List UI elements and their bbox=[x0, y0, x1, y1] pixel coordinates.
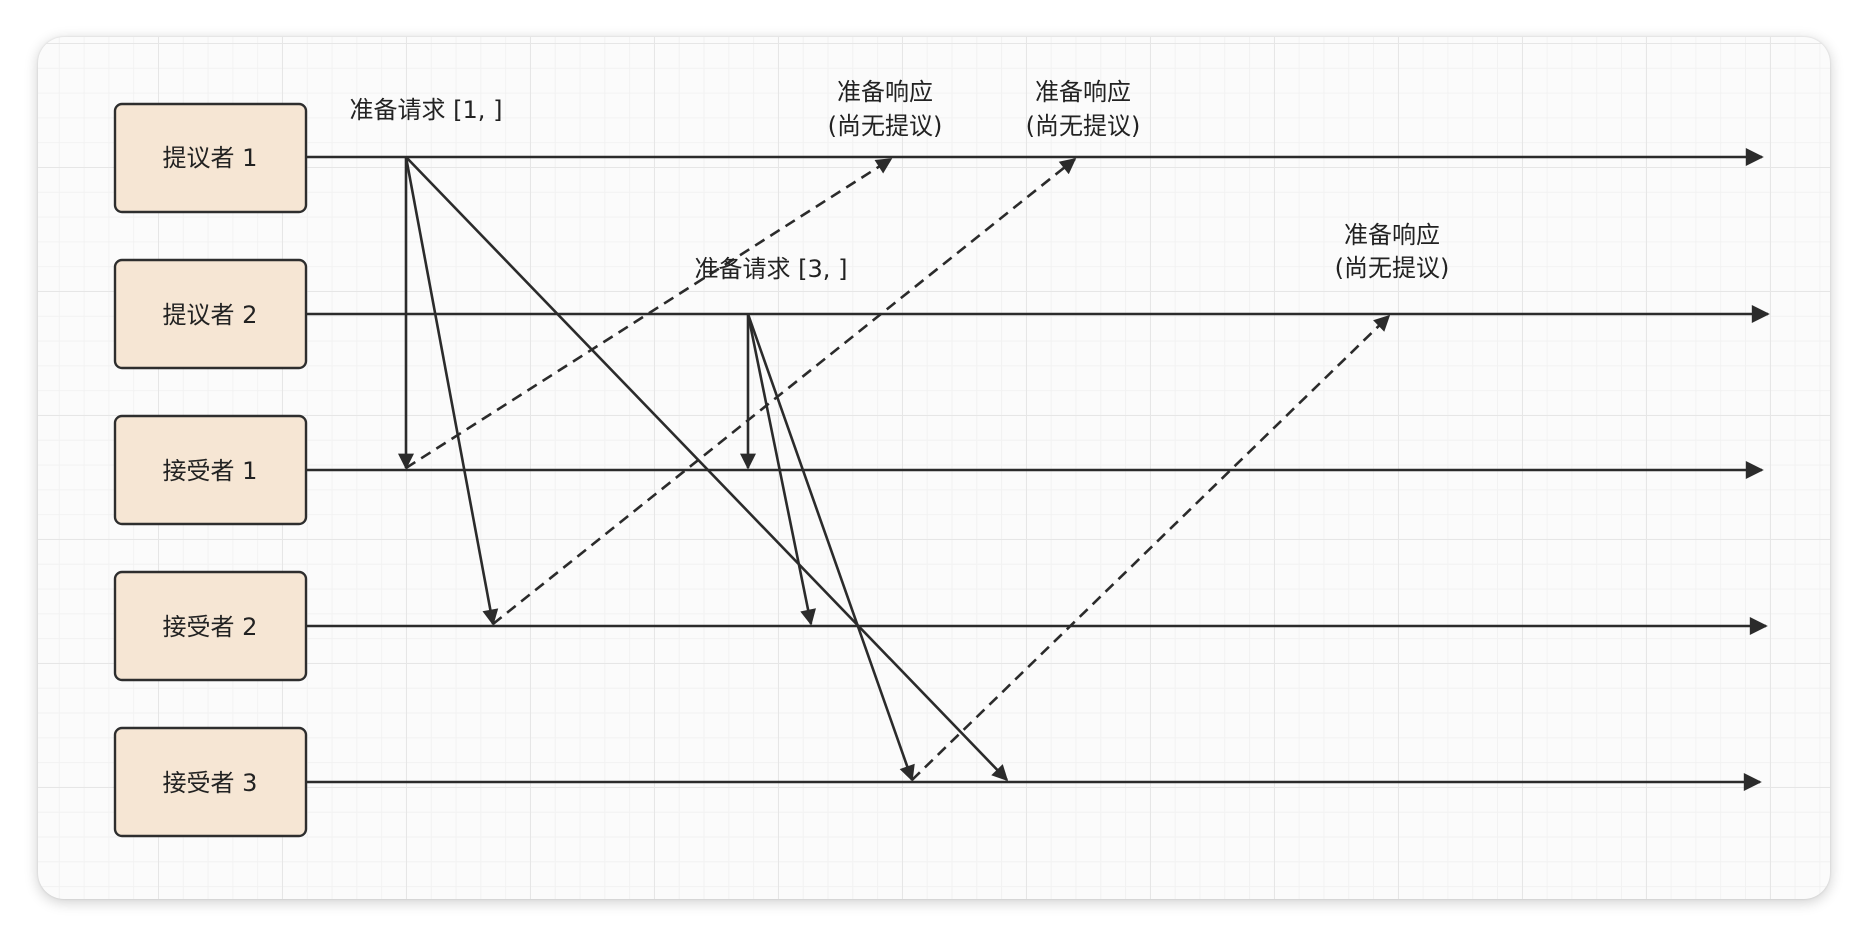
label-prepare-response-2-line1: 准备响应 bbox=[1035, 78, 1131, 106]
label-prepare-response-1-line1: 准备响应 bbox=[837, 78, 933, 106]
participant-box bbox=[113, 258, 308, 370]
message-proposer-2-to-acceptor-2 bbox=[746, 313, 816, 626]
participant-acceptor-1: 接受者 1 bbox=[113, 414, 308, 526]
response-acceptor-2-to-proposer-1 bbox=[492, 157, 1077, 626]
participant-label: 提议者 2 bbox=[163, 301, 258, 329]
message-proposer-1-to-acceptor-2 bbox=[404, 156, 499, 626]
messages-responses-to-proposer-1 bbox=[405, 157, 1077, 626]
response-acceptor-3-to-proposer-2 bbox=[911, 314, 1391, 781]
message-labels: 准备请求 [1, ] 准备请求 [3, ] 准备响应 (尚无提议) 准备响应 (… bbox=[350, 78, 1450, 283]
label-prepare-request-1: 准备请求 [1, ] bbox=[350, 96, 503, 124]
participant-box bbox=[113, 726, 308, 838]
participant-box bbox=[113, 102, 308, 214]
messages-proposer-1-prepare bbox=[398, 156, 1009, 782]
participant-label: 接受者 2 bbox=[163, 613, 258, 641]
messages-proposer-2-prepare bbox=[740, 313, 915, 782]
participant-box bbox=[113, 570, 308, 682]
message-proposer-2-to-acceptor-3 bbox=[746, 313, 915, 782]
participant-acceptor-2: 接受者 2 bbox=[113, 570, 308, 682]
messages-responses-to-proposer-2 bbox=[911, 314, 1391, 781]
response-acceptor-1-to-proposer-1 bbox=[405, 157, 893, 470]
participant-label: 接受者 1 bbox=[163, 457, 258, 485]
participant-acceptor-3: 接受者 3 bbox=[113, 726, 308, 838]
label-prepare-request-3: 准备请求 [3, ] bbox=[695, 255, 848, 283]
participant-proposer-2: 提议者 2 bbox=[113, 258, 308, 370]
diagram-canvas bbox=[38, 37, 1830, 899]
participant-proposer-1: 提议者 1 bbox=[113, 102, 308, 214]
label-prepare-response-3-line1: 准备响应 bbox=[1344, 221, 1440, 249]
participant-label: 提议者 1 bbox=[163, 144, 258, 172]
label-prepare-response-2-line2: (尚无提议) bbox=[1026, 112, 1141, 140]
lifelines bbox=[307, 148, 1770, 791]
label-prepare-response-1-line2: (尚无提议) bbox=[828, 112, 943, 140]
participant-label: 接受者 3 bbox=[163, 769, 258, 797]
message-proposer-1-to-acceptor-3 bbox=[405, 156, 1009, 782]
label-prepare-response-3-line2: (尚无提议) bbox=[1335, 254, 1450, 282]
participant-box bbox=[113, 414, 308, 526]
